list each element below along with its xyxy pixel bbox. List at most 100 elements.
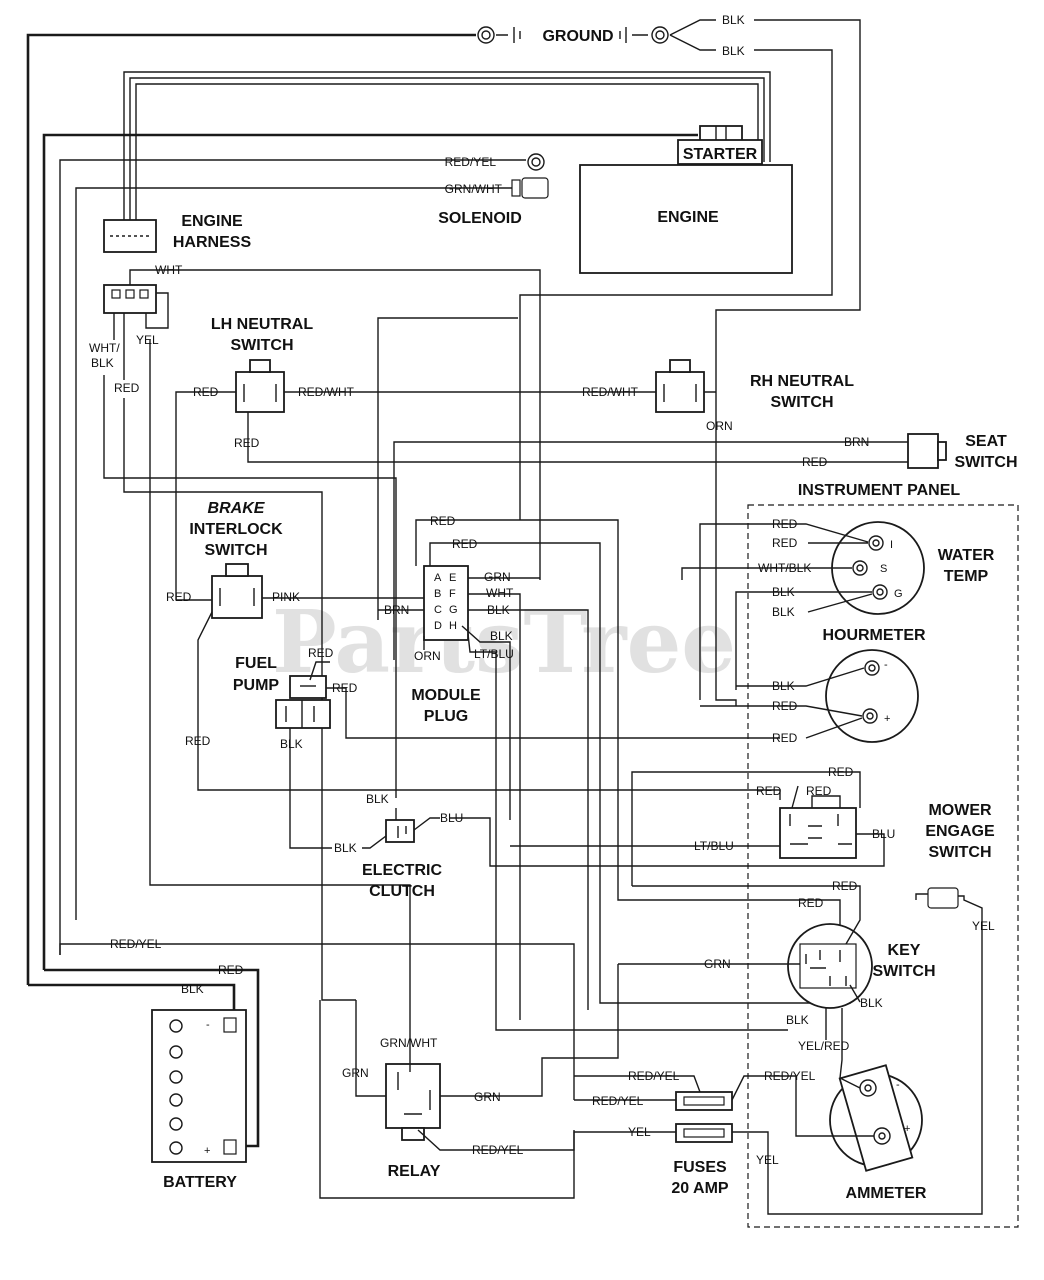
solenoid-label: SOLENOID: [438, 210, 522, 227]
electric-clutch-label: ELECTRIC: [362, 862, 442, 879]
key-switch: RED RED GRN BLK BLK YEL/RED YEL KEY SWIT…: [618, 879, 995, 1128]
brake-label: SWITCH: [204, 542, 267, 559]
module-plug-label: MODULE: [411, 687, 481, 704]
wire-label: RED: [430, 514, 456, 528]
seat-switch-label: SWITCH: [954, 454, 1017, 471]
wire-label: GRN: [484, 570, 511, 584]
engine-harness-label: HARNESS: [173, 234, 252, 251]
wire-label: RED/YEL: [472, 1143, 524, 1157]
engine-harness: ENGINE HARNESS WHT WHT/ BLK YEL RED: [89, 213, 541, 1080]
key-switch-label: KEY: [888, 942, 921, 959]
wire-label: BLK: [366, 792, 389, 806]
engine-harness-label: ENGINE: [181, 213, 243, 230]
terminal-label: -: [884, 659, 888, 671]
pin-label: A: [434, 572, 442, 584]
fuses-label: FUSES: [673, 1159, 727, 1176]
wire-label: RED: [772, 536, 798, 550]
mower-engage-label: MOWER: [928, 802, 992, 819]
wire-label: YEL: [628, 1125, 651, 1139]
terminal-label: +: [904, 1123, 910, 1135]
terminal-label: I: [890, 539, 893, 551]
pin-label: C: [434, 604, 442, 616]
wire-label: GRN: [704, 957, 731, 971]
pin-label: H: [449, 620, 457, 632]
wire-label: BLK: [91, 356, 114, 370]
wire-label: RED: [332, 681, 358, 695]
wire-label: BLU: [872, 827, 895, 841]
wire-label: GRN: [474, 1090, 501, 1104]
rh-neutral-switch: RED/WHT ORN RH NEUTRAL SWITCH: [582, 359, 854, 706]
brake-label: BRAKE: [208, 500, 266, 517]
wire-label: RED: [832, 879, 858, 893]
wire-label: ORN: [414, 649, 441, 663]
relay: GRN/WHT GRN GRN RED/YEL RELAY: [319, 964, 619, 1199]
fuel-pump: FUEL PUMP RED RED BLK: [233, 646, 780, 849]
mower-engage-label: SWITCH: [928, 844, 991, 861]
wire-label: WHT/: [89, 341, 120, 355]
wire-label: RED/YEL: [764, 1069, 816, 1083]
pin-label: G: [449, 604, 458, 616]
starter: STARTER: [42, 71, 771, 970]
fuses-label: 20 AMP: [671, 1180, 729, 1197]
solenoid: RED/YEL GRN/WHT SOLENOID: [59, 153, 549, 955]
wire-label: RED/YEL: [628, 1069, 680, 1083]
lh-neutral-label: LH NEUTRAL: [211, 316, 313, 333]
wire-label: RED: [772, 699, 798, 713]
wire-label: RED: [828, 765, 854, 779]
rh-neutral-label: RH NEUTRAL: [750, 373, 854, 390]
wire-label: RED/YEL: [110, 937, 162, 951]
wire-label: BLK: [487, 603, 510, 617]
wire-label: BLK: [490, 629, 513, 643]
wire-label: YEL: [136, 333, 159, 347]
module-plug: A B C D E F G H RED RED GRN WHT BLK BLK …: [377, 317, 851, 1031]
wire-label: RED/YEL: [592, 1094, 644, 1108]
pin-label: F: [449, 588, 456, 600]
wire-label: RED: [772, 731, 798, 745]
terminal-label: +: [884, 713, 890, 725]
terminal-label: +: [204, 1145, 210, 1157]
wire-label: LT/BLU: [474, 647, 514, 661]
wire-label: RED: [772, 517, 798, 531]
wire-label: BLK: [722, 13, 745, 27]
wire-label: RED/WHT: [582, 385, 639, 399]
wire-label: ORN: [706, 419, 733, 433]
terminal-label: -: [896, 1079, 900, 1091]
ground-connector: GROUND BLK BLK: [26, 13, 861, 985]
fuses: RED/YEL RED/YEL YEL FUSES 20 AMP: [540, 1069, 983, 1215]
electric-clutch-label: CLUTCH: [369, 883, 435, 900]
wire-label: RED: [806, 784, 832, 798]
seat-switch: BRN RED SEAT SWITCH: [393, 433, 1018, 660]
wire-label: YEL/RED: [798, 1039, 850, 1053]
ammeter-label: AMMETER: [846, 1185, 927, 1202]
wire-label: YEL: [756, 1153, 779, 1167]
wire-label: BLK: [786, 1013, 809, 1027]
ammeter: - + RED/YEL YEL AMMETER: [756, 1064, 927, 1202]
wire-label: RED: [166, 590, 192, 604]
wire-label: BLK: [722, 44, 745, 58]
wire-label: WHT: [155, 263, 183, 277]
wire-label: LT/BLU: [694, 839, 734, 853]
lh-neutral-switch: LH NEUTRAL SWITCH RED RED/WHT RED: [175, 316, 908, 600]
water-temp-gauge: I S G RED RED WHT/BLK BLK BLK WATER TEMP: [681, 517, 995, 700]
terminal-label: -: [206, 1019, 210, 1031]
hourmeter: HOURMETER - + BLK RED RED: [700, 627, 926, 745]
starter-label: STARTER: [683, 146, 758, 163]
brake-label: INTERLOCK: [189, 521, 283, 538]
wire-label: RED: [452, 537, 478, 551]
wire-label: GRN/WHT: [380, 1036, 438, 1050]
battery: - + RED/YEL RED BLK BATTERY: [28, 937, 575, 1191]
wire-label: RED/YEL: [445, 155, 497, 169]
wire-label: BLK: [772, 679, 795, 693]
wire-label: GRN: [342, 1066, 369, 1080]
engine-label: ENGINE: [657, 209, 719, 226]
pin-label: D: [434, 620, 442, 632]
ground-label: GROUND: [542, 28, 613, 45]
water-temp-label: WATER: [938, 547, 995, 564]
wire-label: RED: [114, 381, 140, 395]
pin-label: E: [449, 572, 456, 584]
wire-label: YEL: [972, 919, 995, 933]
wire-label: GRN/WHT: [445, 182, 503, 196]
wire-label: BLK: [772, 585, 795, 599]
terminal-label: S: [880, 563, 887, 575]
